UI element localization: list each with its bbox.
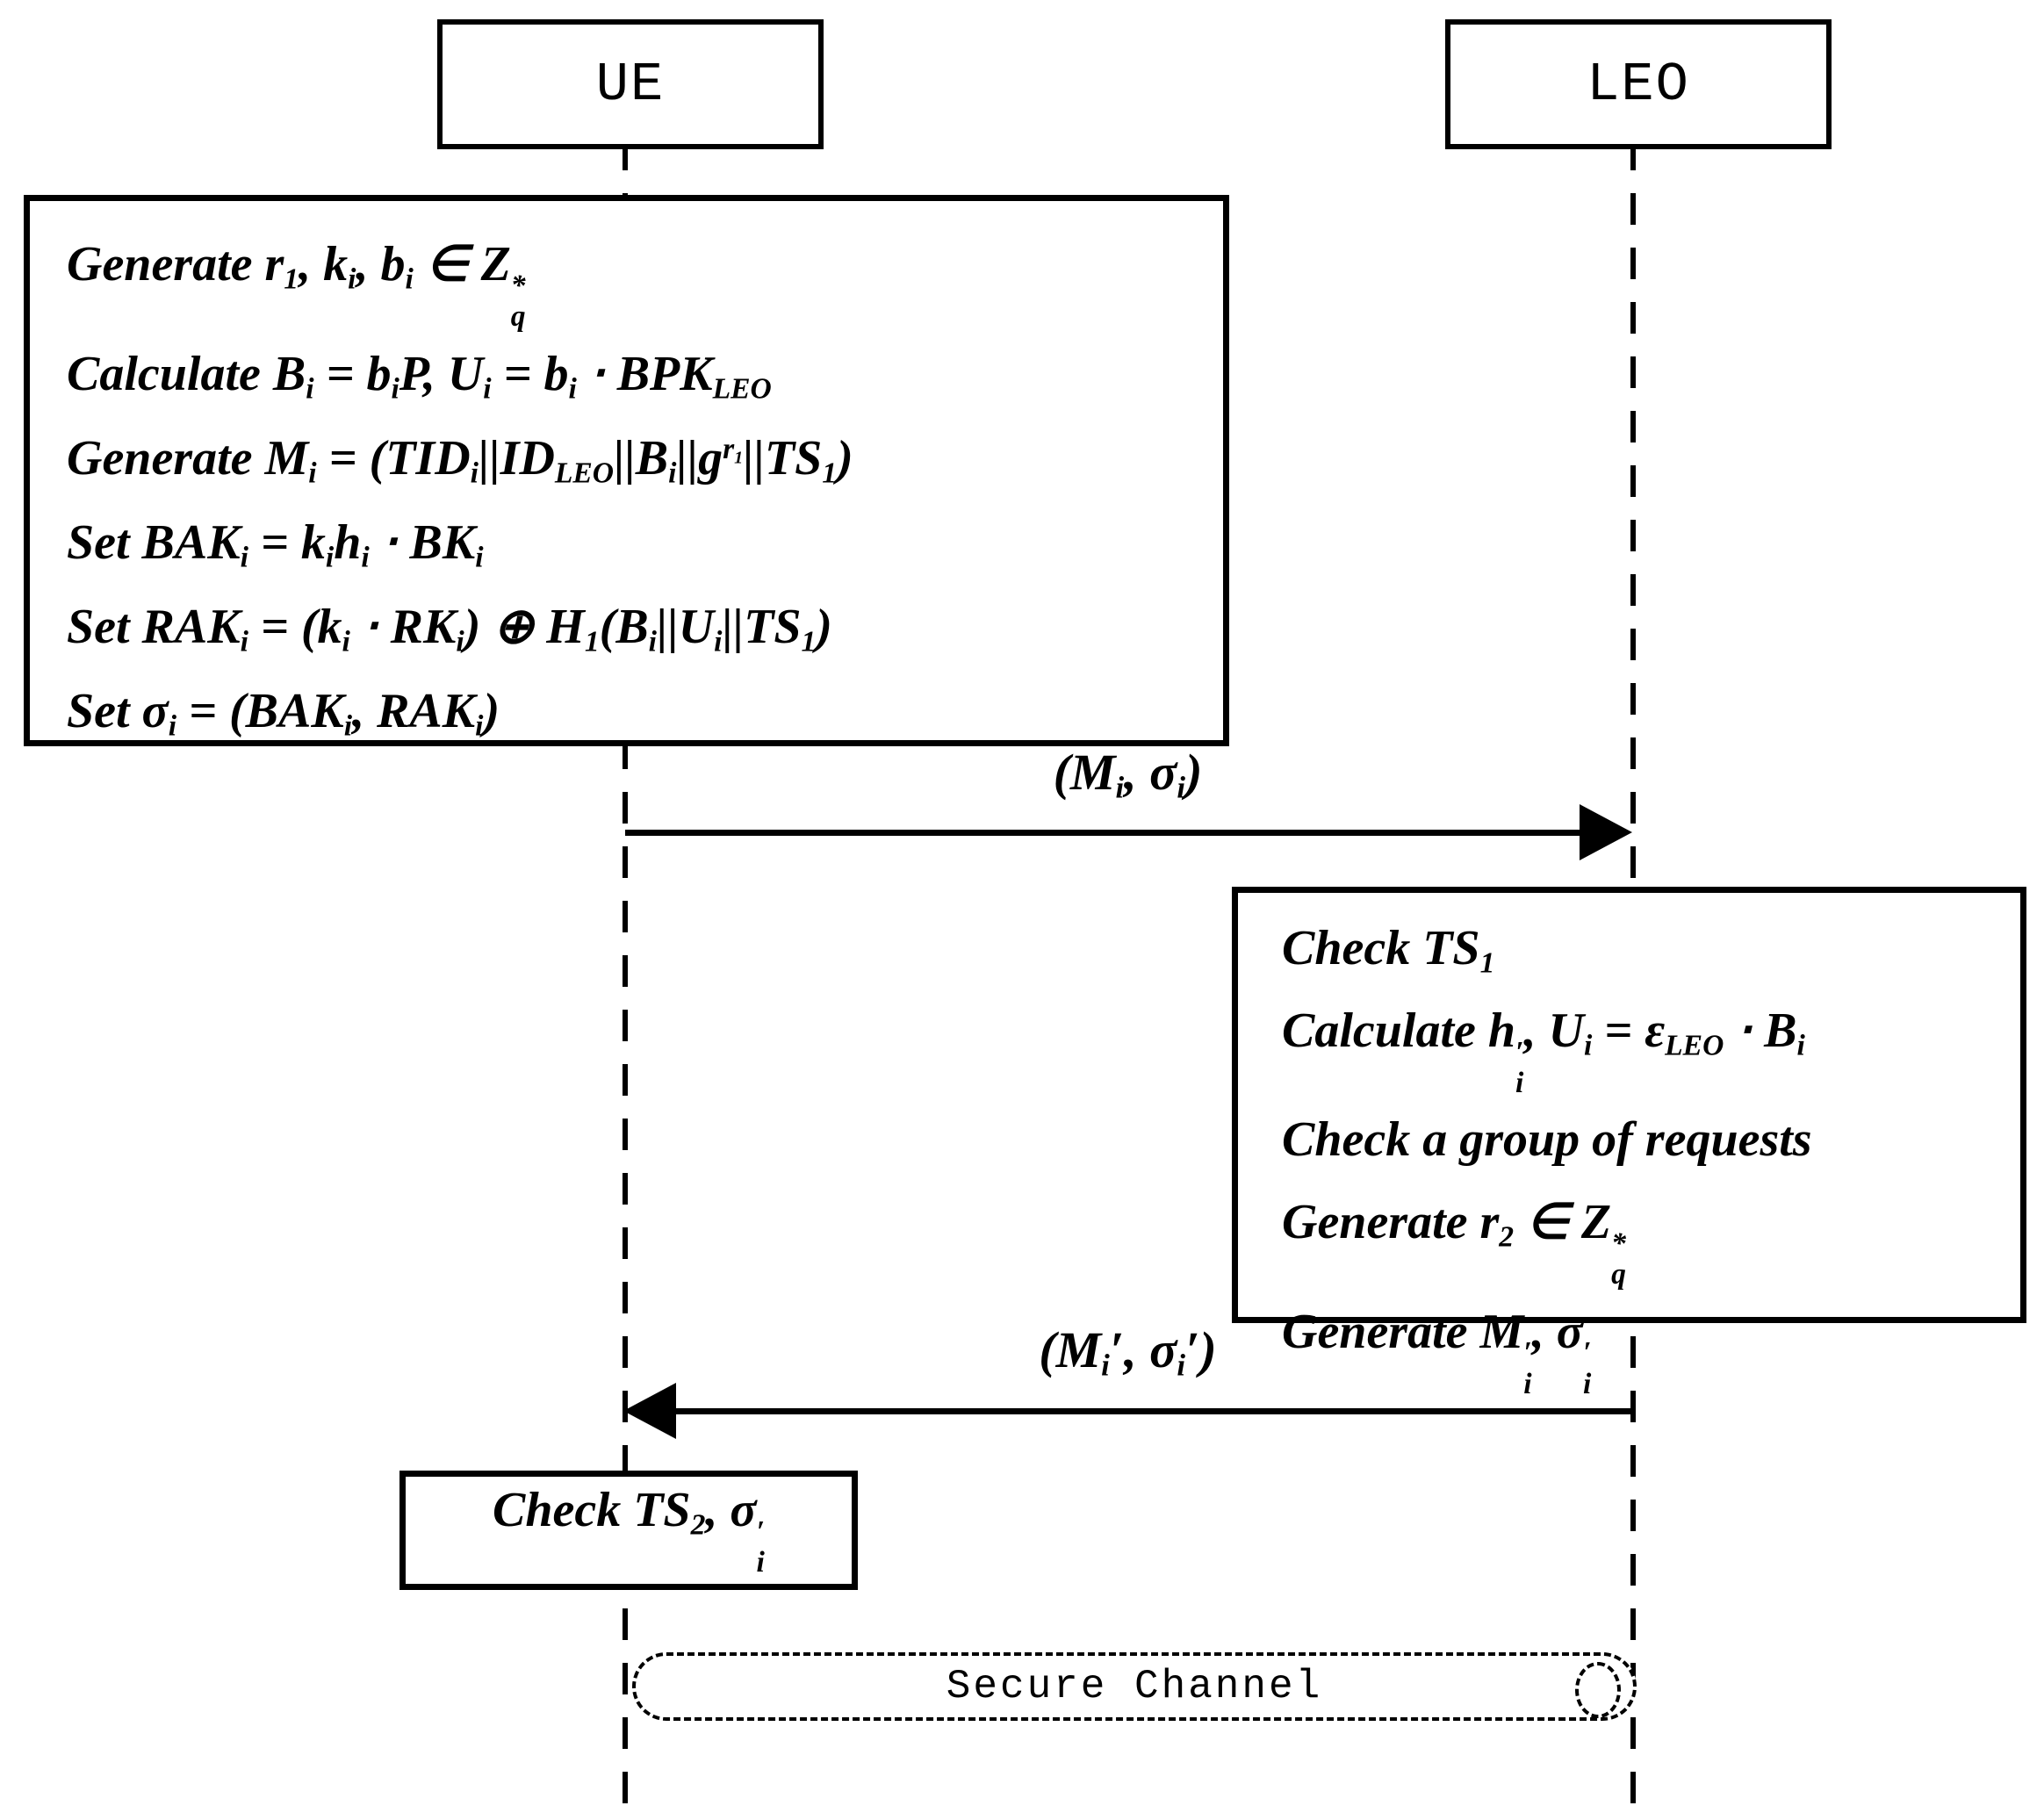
ue-step-generate-message: Generate Mi = (TIDi||IDLEO||Bi||gr1||TS1…: [67, 431, 853, 490]
message-2-arrowhead-left-icon: [623, 1383, 676, 1439]
cylinder-cap-icon: [1575, 1662, 1621, 1718]
leo-step-calculate: Calculate h′i, Ui = εLEO ⋅ Bi: [1282, 1004, 1805, 1100]
message-1-arrowhead-right-icon: [1580, 804, 1632, 860]
ue-step-set-bak: Set BAKi = kihi ⋅ BKi: [67, 515, 484, 574]
actor-leo-label: LEO: [1587, 53, 1690, 116]
message-2-arrow-line: [671, 1408, 1633, 1414]
leo-process-box: Check TS1 Calculate h′i, Ui = εLEO ⋅ Bi …: [1232, 887, 2026, 1399]
ue-check-text: Check TS2, σ′i: [493, 1483, 765, 1579]
ue-step-generate-random: Generate r1, ki, bi ∈ Z*q: [67, 237, 526, 334]
leo-step-generate-reply: Generate M′i, σ′i: [1282, 1304, 1592, 1400]
secure-channel-pill: Secure Channel: [632, 1652, 1637, 1721]
secure-channel-label: Secure Channel: [946, 1664, 1323, 1709]
actor-ue-label: UE: [595, 53, 666, 116]
ue-step-calculate-keys: Calculate Bi = biP, Ui = bi ⋅ BPKLEO: [67, 347, 772, 406]
ue-step-set-rak: Set RAKi = (ki ⋅ RKi) ⊕ H1(Bi||Ui||TS1): [67, 600, 832, 658]
message-2-label: (Mi′, σi′): [1039, 1321, 1217, 1383]
ue-process-box: Generate r1, ki, bi ∈ Z*q Calculate Bi =…: [24, 195, 1229, 746]
message-1-label: (Mi, σi): [1053, 744, 1203, 805]
message-1-arrow-line: [625, 830, 1580, 836]
leo-step-check-ts1: Check TS1: [1282, 921, 1495, 980]
actor-box-leo: LEO: [1445, 19, 1832, 149]
leo-step-check-group: Check a group of requests: [1282, 1112, 1812, 1168]
leo-step-generate-r2: Generate r2 ∈ Z*q: [1282, 1195, 1626, 1291]
ue-lifeline: [623, 139, 628, 1820]
ue-step-set-sigma: Set σi = (BAKi, RAKi): [67, 684, 500, 743]
actor-box-ue: UE: [437, 19, 824, 149]
ue-check-box: Check TS2, σ′i: [399, 1471, 858, 1590]
